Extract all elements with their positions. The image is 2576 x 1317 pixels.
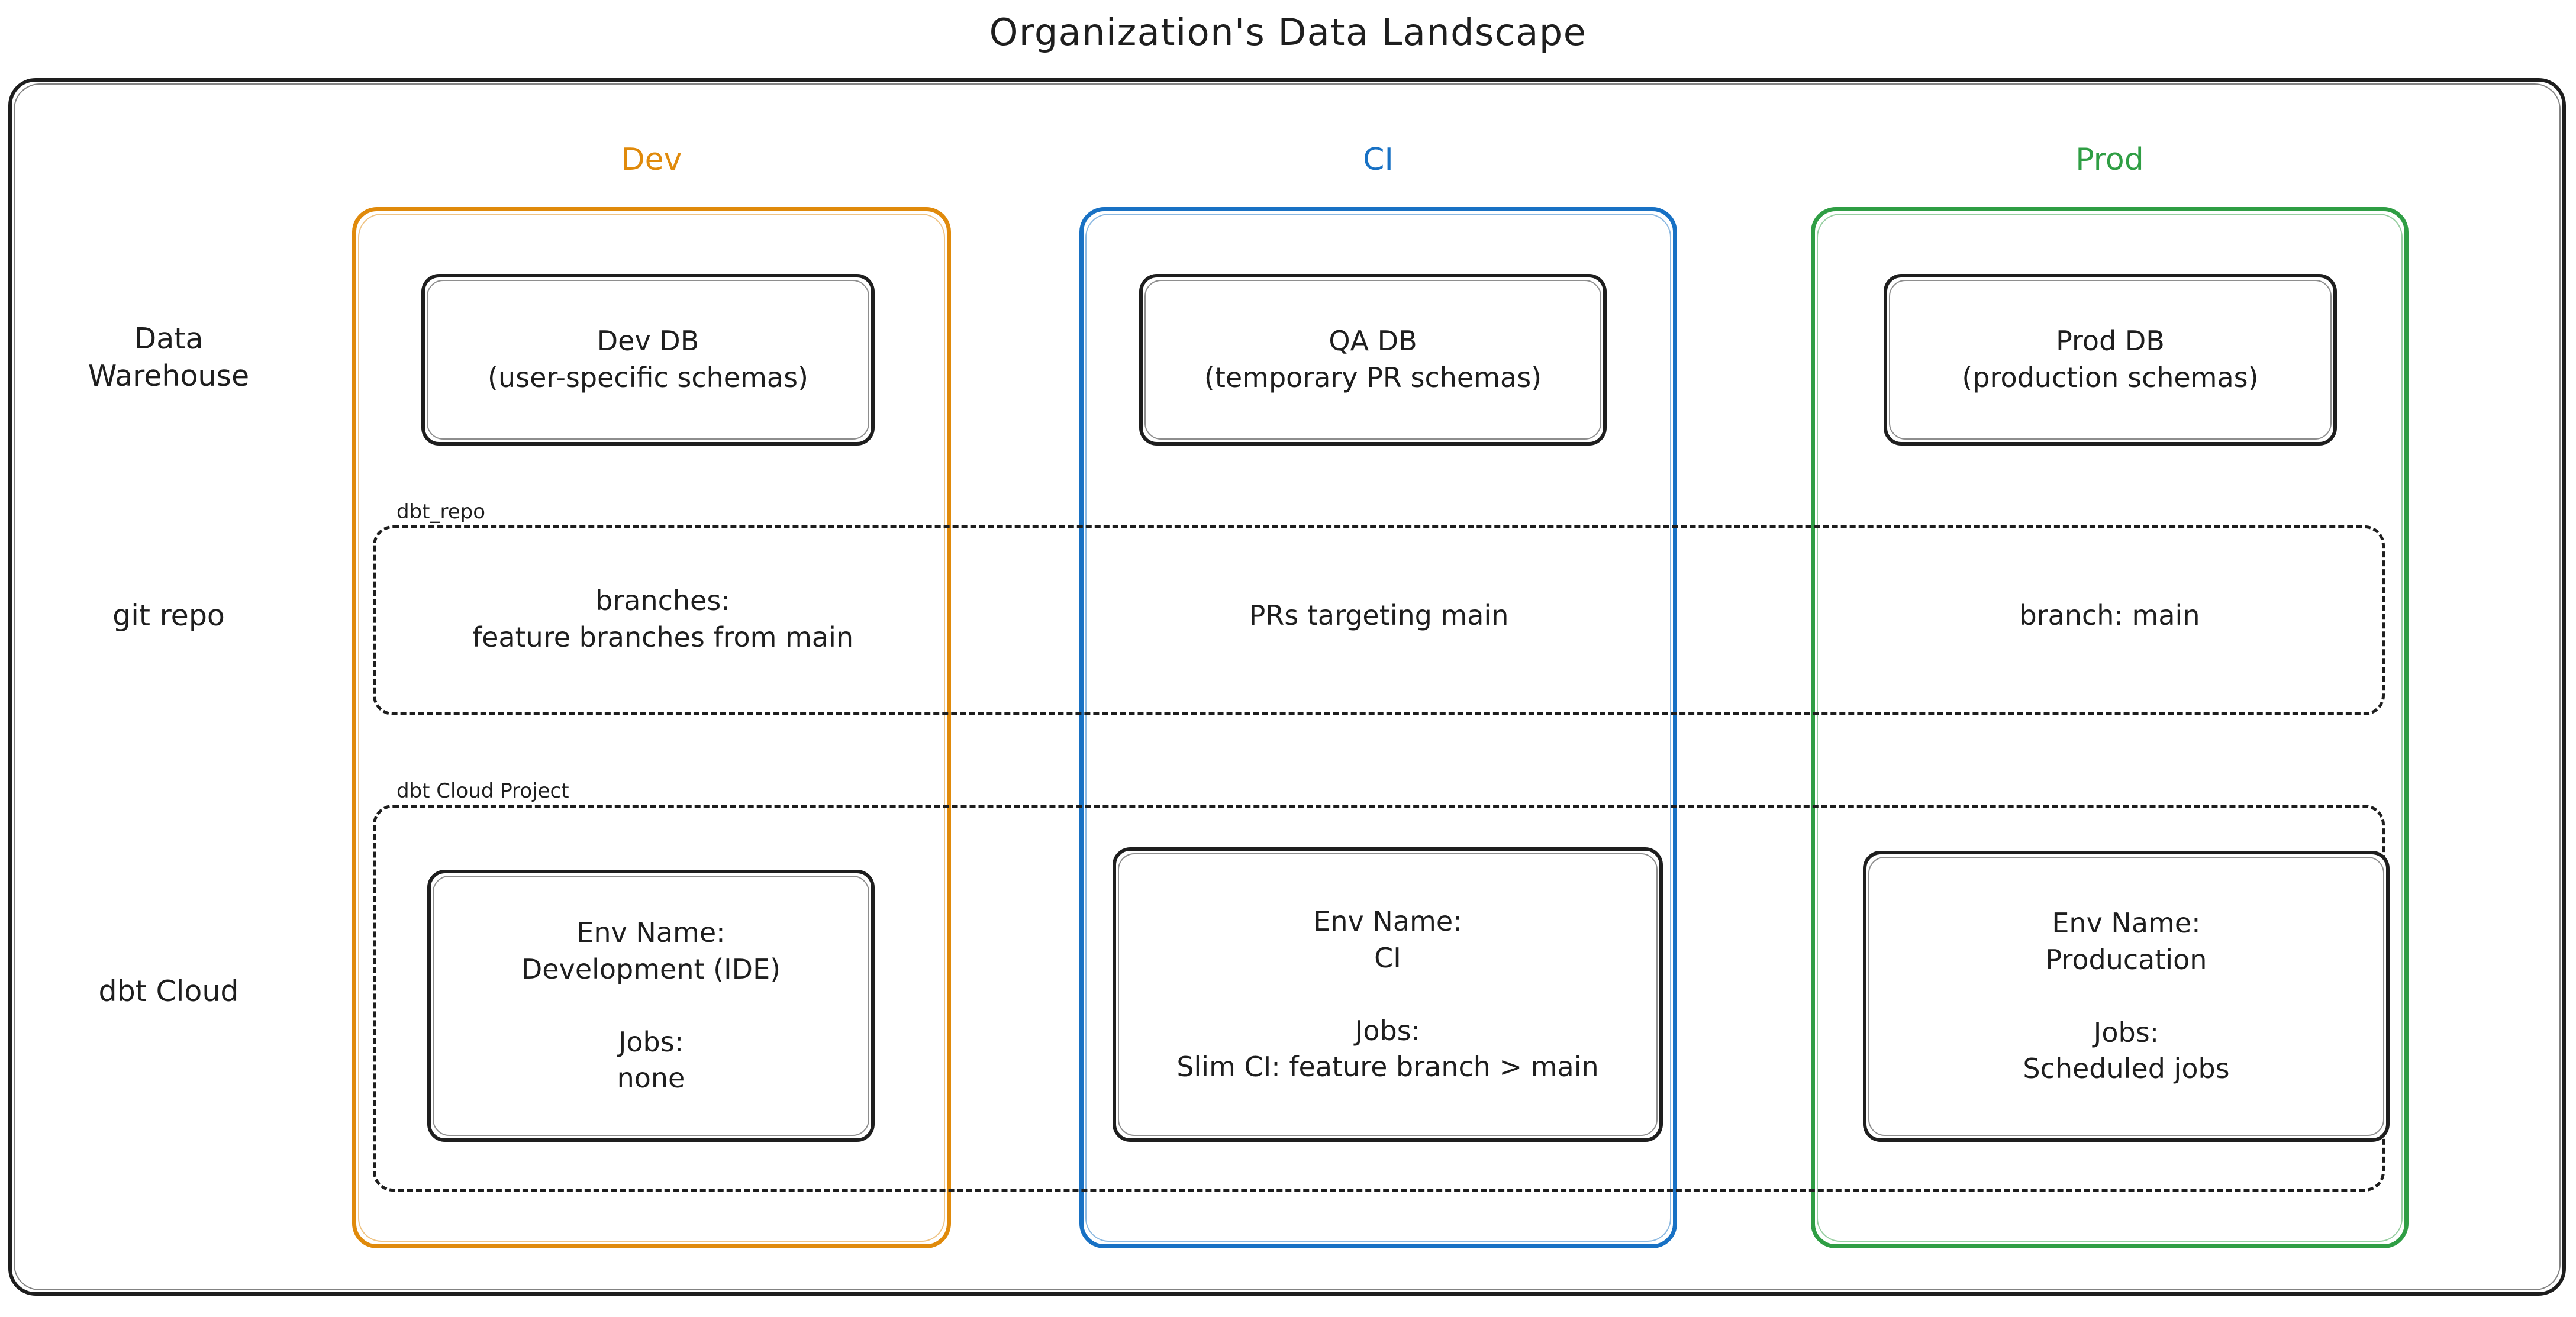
node-dbt-cloud-prod-env[interactable]: Env Name: Producation Jobs: Scheduled jo… bbox=[1863, 851, 2390, 1142]
node-dbt-cloud-dev-env-text: Env Name: Development (IDE) Jobs: none bbox=[521, 916, 781, 1095]
node-prod-db-text: Prod DB (production schemas) bbox=[1962, 325, 2259, 393]
column-frame-dev bbox=[352, 207, 951, 1248]
node-dev-db-text: Dev DB (user-specific schemas) bbox=[488, 325, 808, 393]
dashed-container-dbt-repo bbox=[373, 525, 2385, 715]
node-dbt-cloud-prod-env-text: Env Name: Producation Jobs: Scheduled jo… bbox=[2023, 906, 2230, 1085]
node-dbt-cloud-dev-env[interactable]: Env Name: Development (IDE) Jobs: none bbox=[427, 870, 875, 1142]
column-frame-prod bbox=[1811, 207, 2409, 1248]
column-header-dev: Dev bbox=[621, 142, 682, 177]
node-qa-db[interactable]: QA DB (temporary PR schemas) bbox=[1139, 274, 1607, 446]
row-label-dbt-cloud: dbt Cloud bbox=[98, 974, 239, 1008]
git-repo-dev-text: branches: feature branches from main bbox=[472, 585, 854, 653]
diagram-outer-frame bbox=[8, 78, 2566, 1296]
node-dbt-cloud-ci-env-text: Env Name: CI Jobs: Slim CI: feature bran… bbox=[1176, 905, 1599, 1083]
dashed-container-label-dbt-cloud-project: dbt Cloud Project bbox=[391, 779, 575, 803]
dashed-container-label-dbt-repo: dbt_repo bbox=[391, 500, 492, 524]
column-header-ci: CI bbox=[1363, 142, 1394, 177]
node-dev-db[interactable]: Dev DB (user-specific schemas) bbox=[421, 274, 875, 446]
row-label-data-warehouse: Data Warehouse bbox=[88, 322, 250, 393]
column-frame-ci bbox=[1079, 207, 1677, 1248]
row-label-git-repo: git repo bbox=[112, 599, 225, 632]
git-repo-ci-text: PRs targeting main bbox=[1249, 599, 1509, 631]
node-qa-db-text: QA DB (temporary PR schemas) bbox=[1204, 325, 1542, 393]
git-repo-prod-text: branch: main bbox=[2019, 599, 2200, 631]
column-header-prod: Prod bbox=[2075, 142, 2144, 177]
node-prod-db[interactable]: Prod DB (production schemas) bbox=[1884, 274, 2337, 446]
page-title: Organization's Data Landscape bbox=[989, 11, 1587, 54]
node-dbt-cloud-ci-env[interactable]: Env Name: CI Jobs: Slim CI: feature bran… bbox=[1113, 847, 1663, 1142]
